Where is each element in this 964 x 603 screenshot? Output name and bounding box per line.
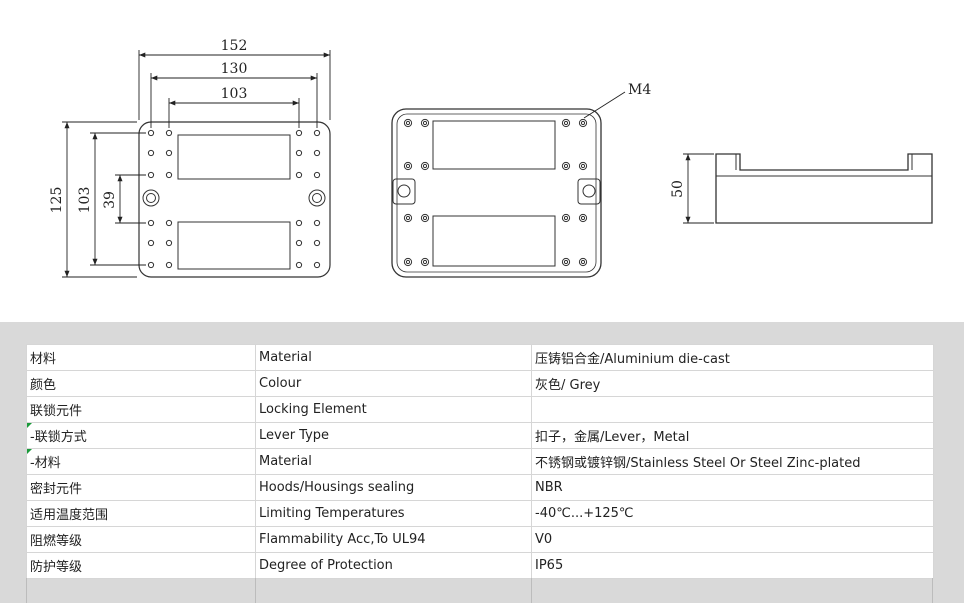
spec-label-cn: 密封元件 (26, 474, 256, 501)
top-view-dimension-lines (62, 50, 331, 278)
spec-value: 扣子，金属/Lever，Metal (531, 422, 934, 449)
front-view-lever-right (577, 178, 601, 205)
m4-leader-line (583, 91, 626, 119)
spec-label-en: Hoods/Housings sealing (255, 474, 532, 501)
spec-label-cn: -联锁方式 (26, 422, 256, 449)
dim-center-spacing: 39 (102, 191, 118, 209)
top-view-outline (138, 121, 331, 278)
spec-label-cn: 材料 (26, 344, 256, 371)
table-continuation-line (255, 578, 256, 603)
spec-label-en: Material (255, 344, 532, 371)
dim-overall-height: 125 (49, 187, 65, 214)
top-view-window-upper (177, 134, 291, 180)
side-view (683, 153, 933, 224)
spec-label-cn: 联锁元件 (26, 396, 256, 423)
spec-value: 压铸铝合金/Aluminium die-cast (531, 344, 934, 371)
spec-label-en: Limiting Temperatures (255, 500, 532, 527)
spec-label-en: Flammability Acc,To UL94 (255, 526, 532, 553)
spec-value: V0 (531, 526, 934, 553)
thread-label-m4: M4 (628, 82, 651, 98)
top-view (62, 50, 331, 278)
spec-value: IP65 (531, 552, 934, 579)
spec-value: -40℃...+125℃ (531, 500, 934, 527)
dim-side-height: 50 (670, 180, 686, 198)
side-view-dimension-lines (683, 153, 714, 224)
front-view-holes (403, 118, 588, 267)
drawing-canvas: 152 130 103 125 103 39 (49, 38, 933, 278)
top-view-holes (147, 129, 321, 269)
dim-hole-spacing-outer: 130 (221, 61, 248, 77)
top-view-boss-right (308, 189, 326, 207)
spec-label-cn: 阻燃等级 (26, 526, 256, 553)
spec-label-en: Colour (255, 370, 532, 397)
table-continuation-line (26, 578, 27, 603)
spec-value: NBR (531, 474, 934, 501)
spec-label-en: Locking Element (255, 396, 532, 423)
spec-label-cn: 防护等级 (26, 552, 256, 579)
spec-value: 不锈钢或镀锌钢/Stainless Steel Or Steel Zinc-pl… (531, 448, 934, 475)
table-continuation (0, 578, 964, 603)
spec-label-cn: 适用温度范围 (26, 500, 256, 527)
front-view-window-lower (432, 215, 556, 267)
spec-value (531, 396, 934, 423)
spec-label-en: Lever Type (255, 422, 532, 449)
spec-value: 灰色/ Grey (531, 370, 934, 397)
front-view-lever-left (392, 178, 416, 205)
dim-hole-spacing-inner: 103 (221, 86, 248, 102)
dim-hole-spacing-vertical: 103 (77, 187, 93, 214)
spec-label-en: Degree of Protection (255, 552, 532, 579)
front-view-outline (391, 108, 602, 278)
technical-drawing: 152 130 103 125 103 39 (49, 38, 933, 278)
top-view-window-lower (177, 221, 291, 270)
spec-label-cn: -材料 (26, 448, 256, 475)
dim-overall-width: 152 (221, 38, 248, 54)
table-continuation-line (531, 578, 532, 603)
front-view (391, 91, 626, 278)
front-view-window-upper (432, 120, 556, 170)
top-view-boss-left (142, 189, 160, 207)
spec-label-en: Material (255, 448, 532, 475)
table-continuation-line (932, 578, 933, 603)
spec-label-cn: 颜色 (26, 370, 256, 397)
side-view-outline (715, 153, 933, 224)
